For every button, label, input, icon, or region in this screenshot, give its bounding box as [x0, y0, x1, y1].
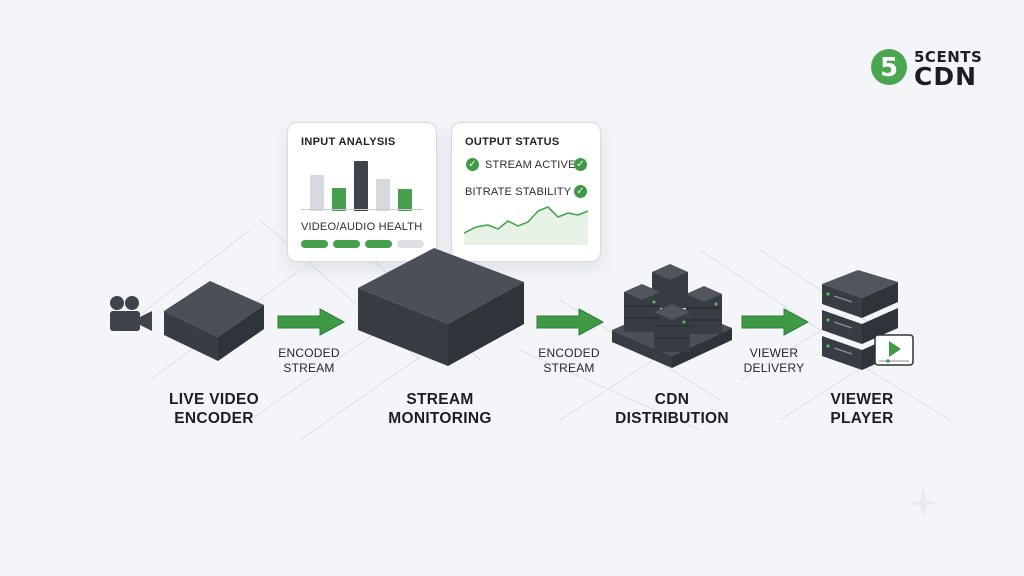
logo-bottom-text: CDN: [914, 62, 978, 91]
stage-label-monitoring: STREAM MONITORING: [388, 391, 492, 427]
live-video-encoder-device: [164, 281, 264, 361]
health-pill-2: [333, 240, 360, 248]
bitrate-sparkline: [464, 206, 588, 245]
play-screen-icon: [874, 334, 914, 366]
health-indicator: [301, 240, 425, 248]
encoded-stream-label-1: ENCODED STREAM: [278, 346, 340, 375]
bitrate-stability-label: BITRATE STABILITY: [465, 186, 572, 198]
stage-label-encoder: LIVE VIDEO ENCODER: [169, 391, 259, 427]
analysis-bar-5: [398, 189, 412, 211]
arrow-right-icon: [277, 308, 346, 336]
viewer-delivery-label: VIEWER DELIVERY: [743, 346, 805, 375]
health-pill-3: [365, 240, 392, 248]
check-icon: ✓: [466, 158, 479, 171]
stage-label-cdn: CDN DISTRIBUTION: [615, 391, 729, 427]
output-status-title: OUTPUT STATUS: [465, 136, 560, 148]
arrow-right-icon: [741, 308, 810, 336]
stream-active-label: STREAM ACTIVE: [485, 159, 576, 171]
input-analysis-divider: [301, 209, 423, 210]
stream-monitoring-device: [358, 248, 524, 366]
analysis-bar-3: [354, 161, 368, 211]
logo-badge-icon: 5: [871, 49, 907, 85]
input-bar-chart: [308, 153, 418, 211]
input-analysis-panel: INPUT ANALYSIS VIDEO/AUDIO HEALTH: [287, 122, 437, 262]
check-icon: ✓: [574, 158, 587, 171]
encoded-stream-label-2: ENCODED STREAM: [538, 346, 600, 375]
cdn-server-cluster: [612, 264, 732, 368]
arrow-right-icon: [536, 308, 605, 336]
analysis-bar-1: [310, 175, 324, 211]
video-camera-icon: [110, 296, 152, 331]
stage-label-player: VIEWER PLAYER: [830, 391, 894, 427]
logo-number: 5: [880, 53, 898, 83]
input-analysis-title: INPUT ANALYSIS: [301, 136, 396, 148]
sparkle-icon: [908, 488, 938, 518]
health-pill-1: [301, 240, 328, 248]
analysis-bar-2: [332, 188, 346, 211]
output-status-panel: OUTPUT STATUS ✓ STREAM ACTIVE ✓ BITRATE …: [451, 122, 601, 262]
check-icon: ✓: [574, 185, 587, 198]
analysis-bar-4: [376, 179, 390, 211]
logo-top-text: 5CENTS: [914, 48, 983, 66]
health-label: VIDEO/AUDIO HEALTH: [301, 221, 423, 233]
health-pill-4: [397, 240, 424, 248]
